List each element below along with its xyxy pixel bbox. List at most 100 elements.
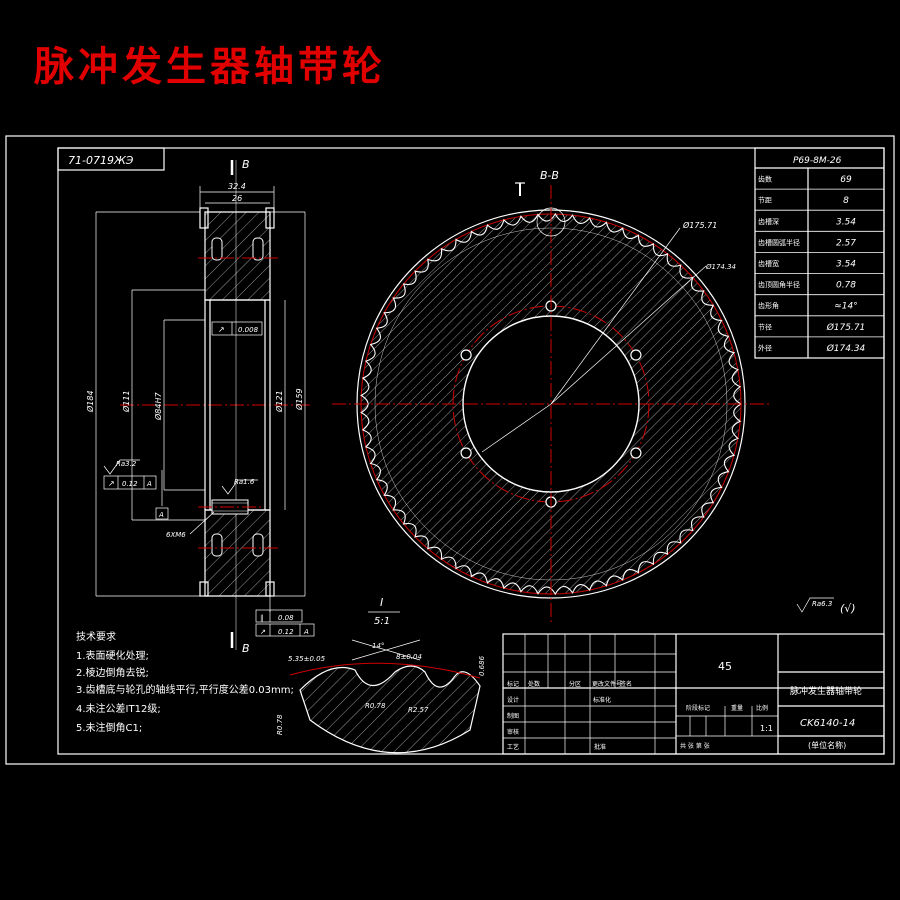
label-process: 工艺 [507,743,519,751]
bolt-hole [460,447,472,459]
tech-item-2: 2.棱边倒角去锐; [76,666,149,679]
side-section-view: B B 32.4 26 [85,158,315,655]
dim-width-inner: 26 [232,194,242,203]
spec-row-value: 3.54 [836,260,856,270]
spec-table-header: P69-8M-26 [793,156,842,166]
tech-requirements: 技术要求 1.表面硬化处理; 2.棱边倒角去锐; 3.齿槽底与轮孔的轴线平行,平… [76,630,294,734]
part-name: 脉冲发生器轴带轮 [790,685,862,697]
spec-row-value: ≈14° [834,302,858,312]
header-mark: 标记 [507,680,519,688]
label-draw: 制图 [507,712,519,720]
spec-row-value: 8 [843,196,849,206]
detail-dim-1: 5.35±0.05 [288,655,326,663]
runout-value: 0.008 [238,326,259,334]
tech-item-3: 3.齿槽底与轮孔的轴线平行,平行度公差0.03mm; [76,683,294,696]
label-standardize: 标准化 [593,696,611,704]
detail-angle: 14° [372,642,384,650]
drawing-no-box [57,147,165,171]
scale-value: 1:1 [760,724,773,733]
tech-item-5: 5.未注倒角C1; [76,721,142,734]
dim-outer-diameter: Ø174.34 [705,263,736,271]
header-change: 更改文件号 [592,680,622,688]
label-sheets: 共 张 第 张 [680,742,710,750]
thread-label: 6XM6 [166,531,186,539]
tooth-root-circle [374,227,728,581]
detail-scale: 5:1 [374,616,390,627]
detail-label: I [380,596,383,609]
tol-3: 0.12 [278,628,294,636]
tol-1: 0.12 [122,480,138,488]
spec-row-value: 3.54 [836,217,856,227]
detail-dim-3: R2.57 [408,706,429,714]
tech-item-1: 1.表面硬化处理; [76,649,149,662]
unit-name: (单位名称) [808,740,846,750]
spec-row-value: Ø174.34 [826,343,866,354]
header-count: 处数 [528,680,540,688]
label-stage: 阶段标记 [686,704,710,712]
roughness-note-text: Ra6.3 [812,600,832,608]
roughness-face: Ra1.6 [234,478,255,486]
dim-d184: Ø184 [85,390,95,413]
spec-row-label: 齿顶圆角半径 [758,280,800,289]
datum-a-3: A [303,628,309,636]
spec-row-label: 齿数 [758,175,772,184]
spec-row-value: Ø175.71 [826,322,866,333]
bolt-hole [460,349,472,361]
detail-dim-2: R0.78 [365,702,386,710]
inner-frame [57,147,885,755]
header-zone: 分区 [569,680,581,688]
page-title: 脉冲发生器轴带轮 [34,43,386,90]
spec-row-label: 齿槽圆弧半径 [758,238,800,247]
title-block: 45 脉冲发生器轴带轮 CK6140-14 (单位名称) 1:1 标记 处数 分… [502,633,885,755]
section-mark-bottom: B [242,642,250,655]
roughness-note: Ra6.3 (√) [796,597,856,615]
tol-2: 0.08 [278,614,294,622]
datum-a-1: A [146,480,152,488]
spec-row-label: 齿槽深 [758,217,779,226]
svg-text:↗: ↗ [218,325,225,334]
front-view: Ø175.71 Ø174.34 B-B [332,169,770,622]
spec-row-label: 节距 [758,197,772,205]
spec-table: P69-8M-26 齿数 69 节距 8 齿槽深 3.54 齿槽圆弧半径 2.57 齿槽宽 3.5… [754,147,885,359]
svg-text:∥: ∥ [260,614,264,622]
material-value: 45 [718,660,732,673]
spec-row-value: 69 [840,175,852,185]
dim-d111: Ø111 [121,390,131,413]
label-approve: 批准 [594,743,606,751]
pulley-teeth [360,212,743,596]
label-weight: 重量 [731,704,743,712]
bolt-hole [630,349,642,361]
header-sign: 签名 [620,680,632,688]
svg-text:↗: ↗ [108,479,115,488]
drawing-number: CK6140-14 [800,718,855,729]
roughness-remaining-symbol: (√) [840,602,856,615]
spec-row-label: 齿槽宽 [758,259,779,268]
label-ratio: 比例 [756,704,768,712]
dim-width-outer: 32.4 [228,182,246,191]
detail-dim-4: 0.686 [478,655,486,676]
tech-item-4: 4.未注公差IT12级; [76,702,161,715]
roughness-bore: Ra3.2 [116,460,137,468]
dim-d159: Ø159 [294,388,304,411]
detail-dim-5: 8±0.04 [396,653,422,661]
spec-row-label: 齿形角 [758,301,779,310]
detail-dim-6: R0.78 [276,714,284,735]
section-mark-top: B [242,158,250,171]
label-review: 审核 [507,728,519,736]
label-design: 设计 [507,696,519,704]
spec-row-value: 2.57 [836,238,856,248]
spec-row-label: 节径 [758,322,772,331]
tech-heading: 技术要求 [76,630,116,643]
svg-text:↗: ↗ [260,628,266,636]
outer-frame [5,135,895,765]
spec-row-label: 外径 [758,343,772,352]
dim-pitch-diameter: Ø175.71 [682,220,717,230]
datum-a-2: A [158,511,164,519]
bolt-hole [630,447,642,459]
drawing-no-text: 71-0719ЖЭ [68,154,134,167]
section-label: B-B [540,169,559,182]
dim-d84: Ø84H7 [153,392,163,421]
dim-d121: Ø121 [274,390,284,413]
detail-view: I 5:1 14° 5.35±0.05 8±0.04 0.686 R0.78 R… [276,596,486,754]
